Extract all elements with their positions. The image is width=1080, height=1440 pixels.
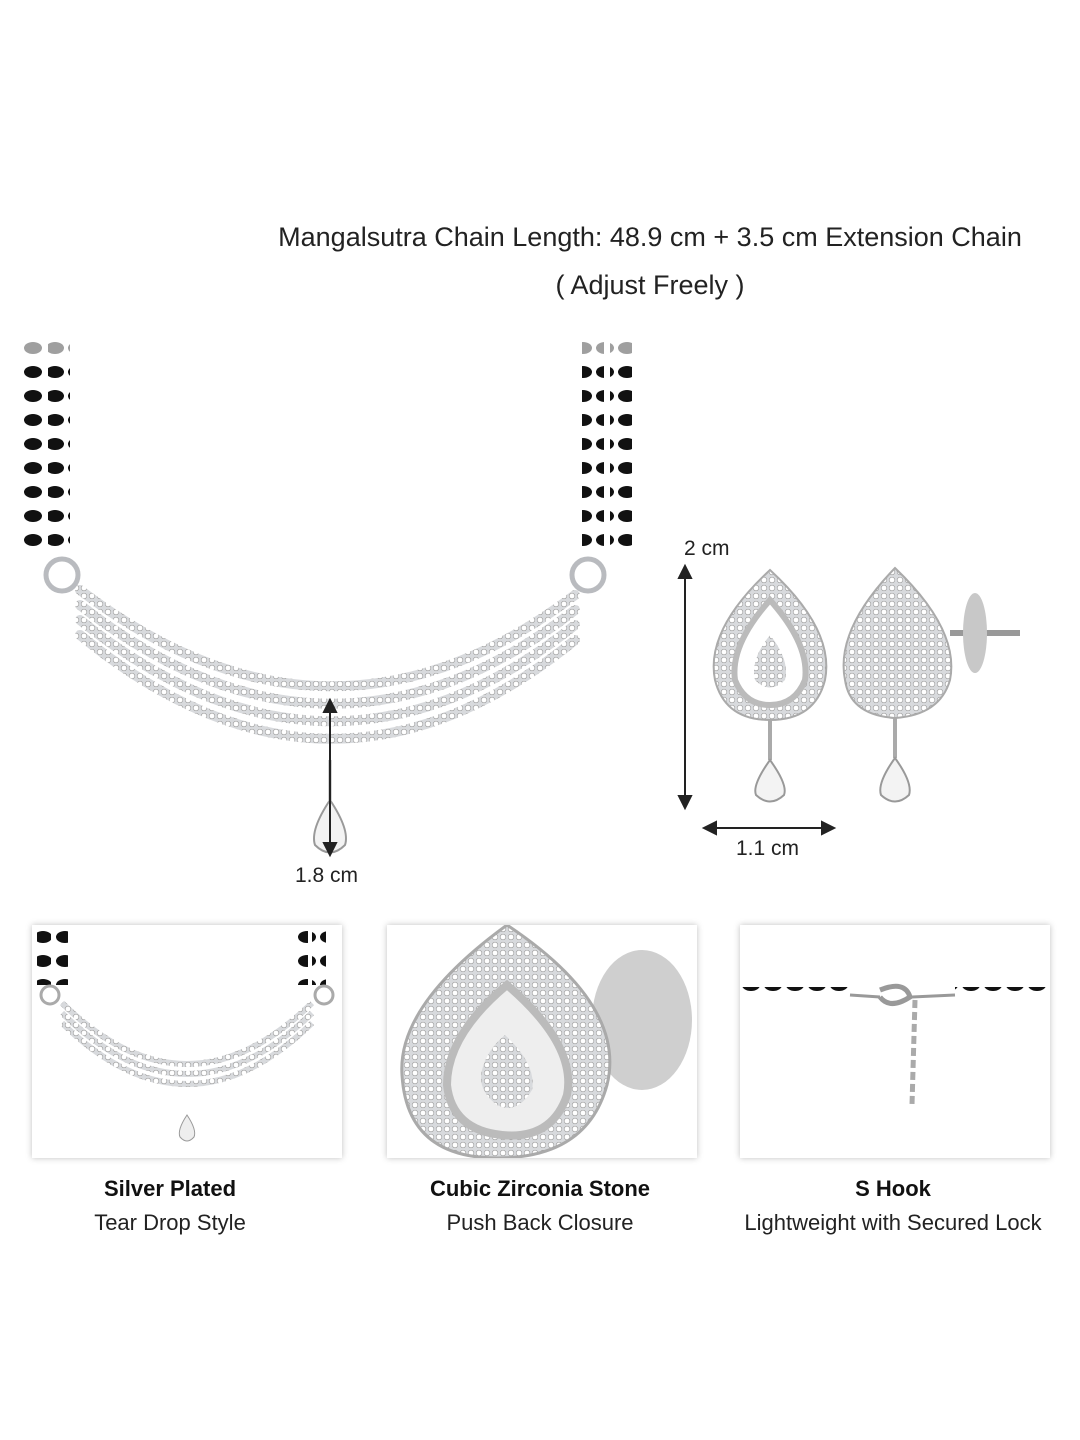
earring-width-arrow	[701, 820, 837, 836]
pendant-height-arrow	[322, 697, 338, 858]
necklace-bead-chain-left	[18, 320, 74, 550]
feature-title: Silver Plated	[103, 1176, 237, 1201]
feature-title: S Hook	[855, 1176, 931, 1201]
feature-s-hook: S Hook Lightweight with Secured Lock	[713, 1176, 1073, 1236]
feature-image-s-hook	[740, 925, 1050, 1158]
product-illustration	[18, 320, 1020, 858]
feature-image-silver-plated	[32, 925, 342, 1158]
feature-silver-plated: Silver Plated Tear Drop Style	[0, 1176, 350, 1236]
feature-subtitle: Lightweight with Secured Lock	[744, 1210, 1042, 1235]
earring-side	[842, 566, 1020, 803]
earring-front	[712, 568, 828, 803]
chain-length-text: Mangalsutra Chain Length: 48.9 cm + 3.5 …	[278, 222, 1022, 252]
pendant-height-label: 1.8 cm	[295, 864, 359, 887]
feature-subtitle: Push Back Closure	[446, 1210, 634, 1235]
necklace-loop-right	[569, 556, 607, 594]
adjust-note-text: ( Adjust Freely )	[555, 270, 745, 300]
necklace-bead-chain-right	[580, 320, 636, 550]
earring-height-arrow	[677, 563, 693, 811]
necklace-pendant-bar	[75, 585, 580, 744]
necklace-loop-left	[43, 556, 81, 594]
feature-cubic-zirconia: Cubic Zirconia Stone Push Back Closure	[360, 1176, 720, 1236]
feature-image-cubic-zirconia	[387, 925, 697, 1158]
earring-height-label: 2 cm	[684, 537, 730, 560]
feature-title: Cubic Zirconia Stone	[429, 1176, 651, 1201]
feature-subtitle: Tear Drop Style	[94, 1210, 246, 1235]
earring-width-label: 1.1 cm	[736, 837, 800, 860]
